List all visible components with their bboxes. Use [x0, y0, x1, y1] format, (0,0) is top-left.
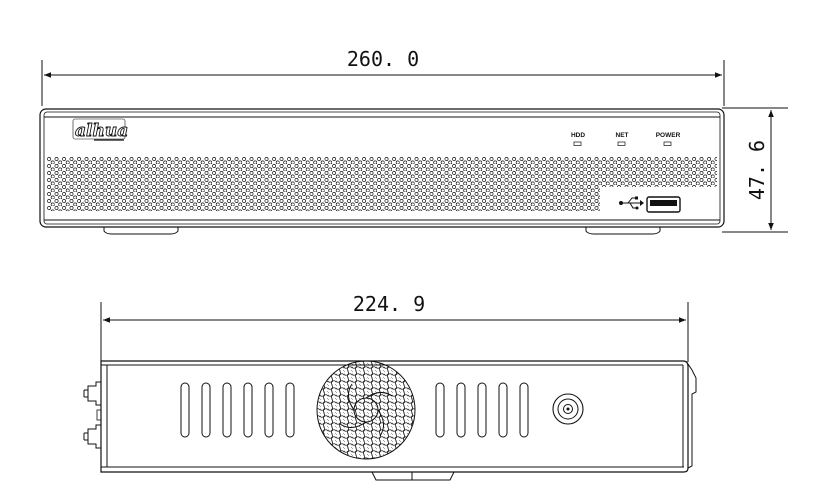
indicator-power-label: POWER	[656, 132, 681, 139]
front-chassis	[39, 108, 725, 228]
side-foot	[371, 471, 455, 481]
depth-dimension: 224. 9	[100, 292, 689, 378]
indicator-hdd-label: HDD	[571, 132, 585, 139]
side-vent-slots-right	[435, 382, 529, 438]
hdd-led-icon	[573, 141, 582, 146]
height-dimension: 47. 6	[722, 107, 788, 233]
status-indicators: HDD NET POWER	[571, 132, 681, 146]
indicator-net-label: NET	[616, 132, 629, 139]
width-dimension-label: 260. 0	[347, 47, 419, 71]
depth-dimension-label: 224. 9	[353, 292, 425, 316]
width-dimension: 260. 0	[41, 47, 725, 106]
svg-text:alhua: alhua	[75, 121, 128, 141]
round-connector-icon	[552, 393, 584, 425]
brand-logo: alhua	[72, 118, 129, 141]
usb-icon	[619, 196, 644, 210]
rear-connectors	[83, 381, 102, 449]
height-dimension-label: 47. 6	[745, 140, 769, 200]
side-vent-slots-left	[180, 382, 295, 438]
front-foot-left	[103, 227, 179, 235]
usb-port	[646, 196, 681, 213]
front-foot-right	[585, 227, 661, 235]
front-view: 260. 0 47. 6 alhua HDD	[39, 47, 788, 235]
side-chassis	[100, 360, 697, 473]
indicator-net: NET	[616, 132, 629, 146]
indicator-power: POWER	[656, 132, 681, 146]
fan-icon	[316, 360, 416, 460]
indicator-hdd: HDD	[571, 132, 585, 146]
front-vent-grille	[47, 157, 717, 211]
side-view: 224. 9	[83, 292, 697, 481]
net-led-icon	[617, 141, 626, 146]
power-led-icon	[663, 141, 672, 146]
